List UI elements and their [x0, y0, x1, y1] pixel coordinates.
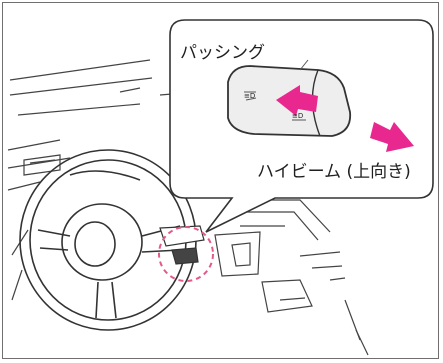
lever-mark-left: ≡D — [244, 92, 256, 100]
lever-mark-bottom: ≡D — [292, 112, 304, 120]
high-beam-arrow — [370, 122, 414, 152]
highlight-circle — [158, 226, 214, 282]
dashboard-lines — [7, 59, 369, 356]
passing-label: パッシング — [180, 43, 265, 63]
high-beam-label: ハイビーム (上向き) — [257, 162, 411, 182]
lever-small — [159, 225, 205, 265]
passing-arrow — [276, 85, 318, 116]
